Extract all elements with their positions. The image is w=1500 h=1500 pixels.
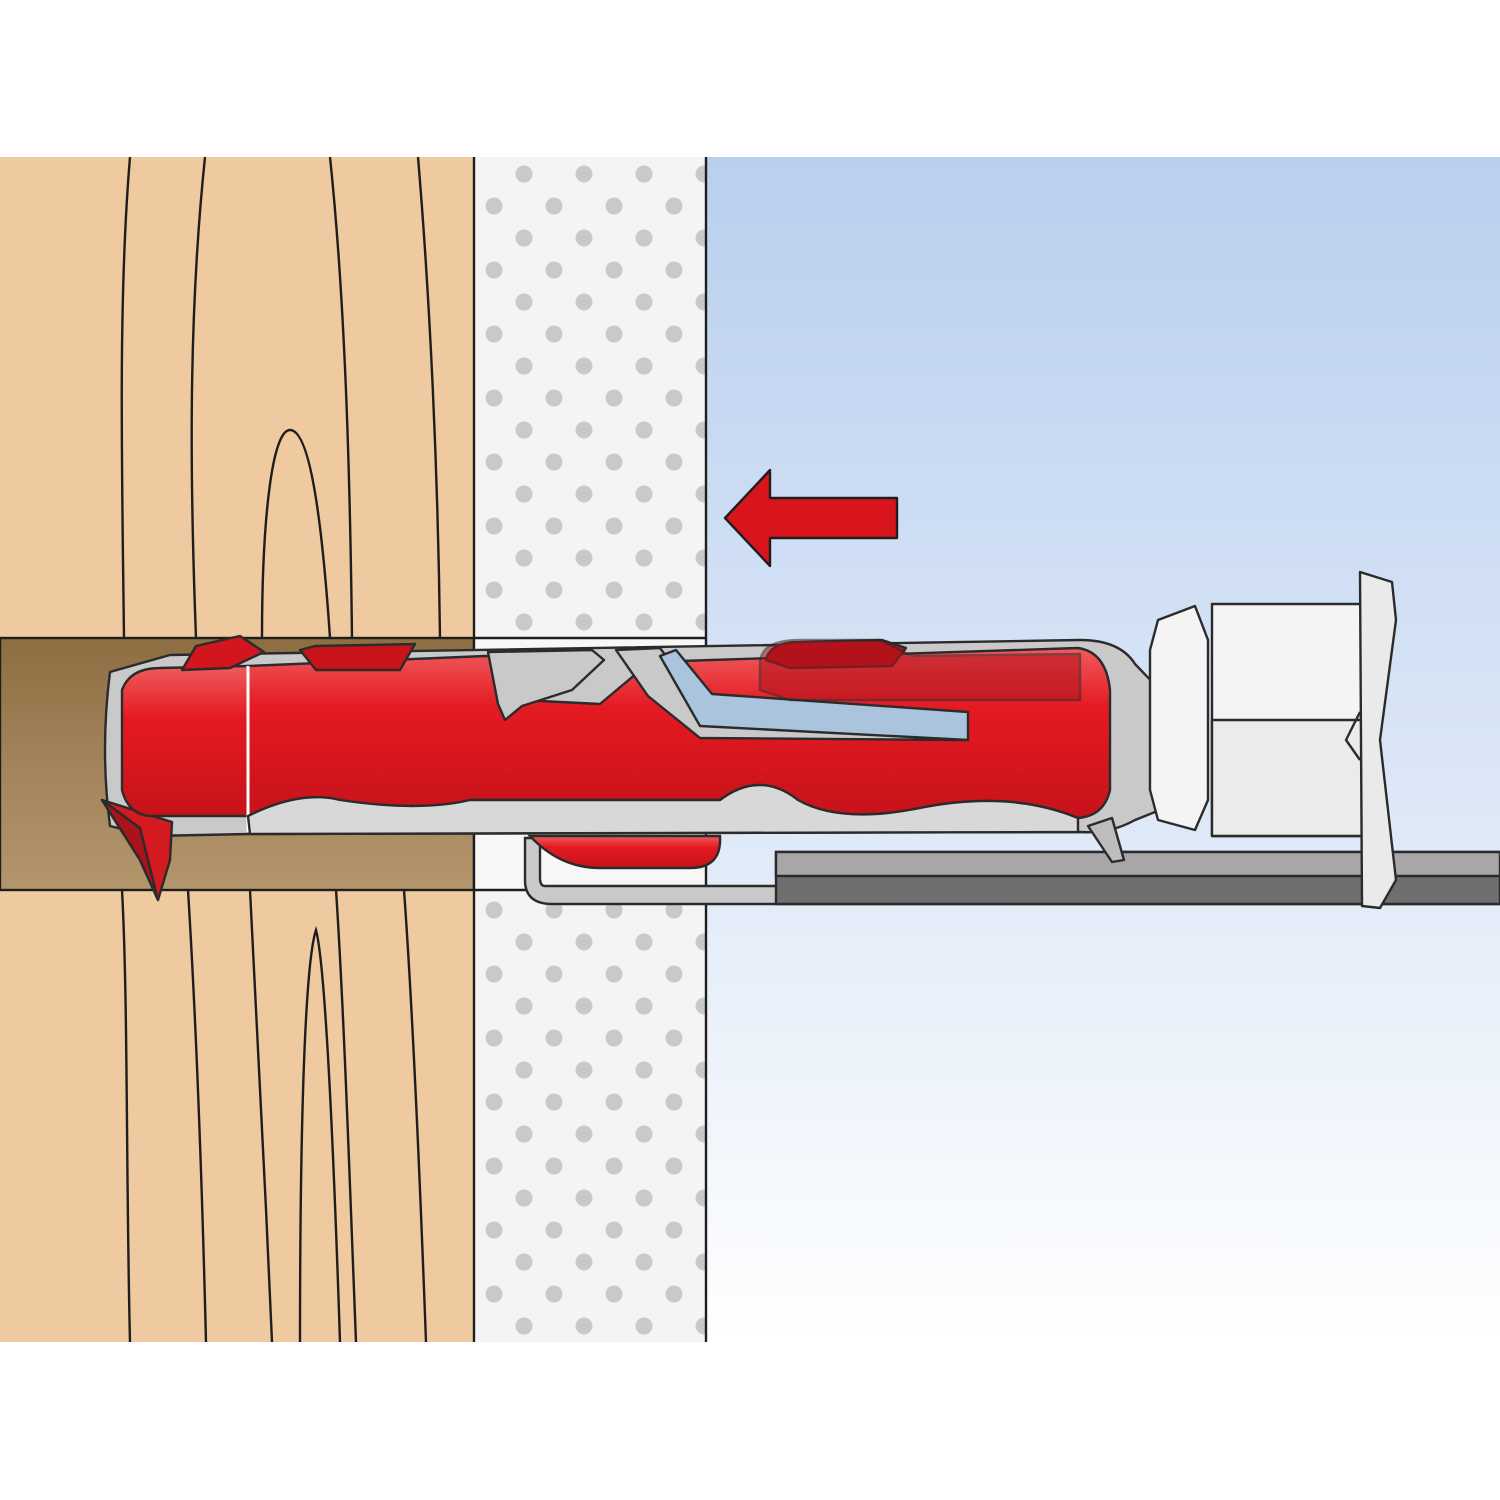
plaster-texture-lower <box>474 890 706 1342</box>
plaster-texture <box>474 157 706 638</box>
anchor-lower-band <box>246 783 1080 836</box>
wood-grain <box>120 156 442 1343</box>
screw-collar-ring <box>1148 604 1210 832</box>
screw <box>1148 570 1398 910</box>
anchor <box>100 634 1162 902</box>
anchor-clip <box>1086 816 1126 864</box>
anchor-rear-bump <box>758 638 1082 702</box>
anchor-red-front <box>120 664 250 818</box>
setting-tool <box>523 836 1500 906</box>
anchor-notch-left <box>486 648 606 722</box>
screw-slot <box>1344 711 1362 761</box>
anchor-blade <box>658 648 970 742</box>
screw-flange <box>1358 570 1398 910</box>
arrow-left-icon <box>723 468 899 568</box>
anchor-lower-wing <box>527 834 722 870</box>
anchor-ridge-1 <box>180 634 266 672</box>
anchor-tail-spike-shade <box>100 798 160 902</box>
anchor-ridge-2 <box>298 642 417 672</box>
screw-head-shade <box>1210 718 1366 838</box>
tool-rod-top <box>774 850 1500 878</box>
